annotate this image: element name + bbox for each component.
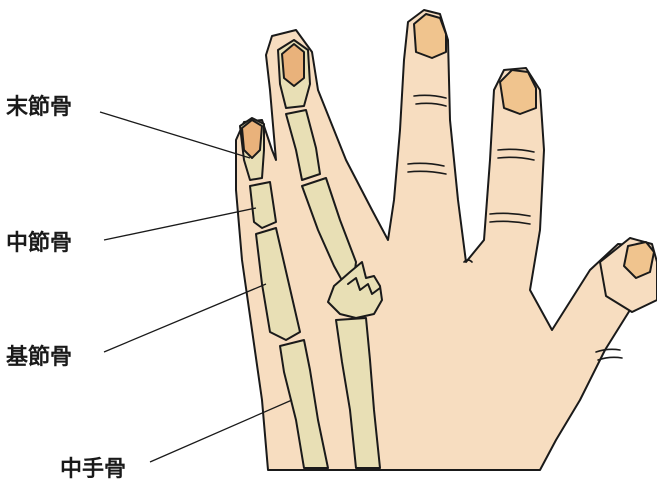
middle-nail: [500, 70, 536, 114]
label-proximal-phalanx: 基節骨: [6, 344, 72, 370]
leader-middle: [104, 208, 256, 240]
label-middle-phalanx: 中節骨: [6, 230, 72, 256]
label-metacarpal: 中手骨: [60, 457, 126, 482]
index-nail: [414, 14, 446, 58]
little-distal-tip: [242, 120, 262, 158]
labels: 末節骨 中節骨 基節骨 中手骨: [6, 94, 126, 482]
label-distal-phalanx: 末節骨: [6, 94, 72, 120]
leader-distal: [100, 112, 250, 158]
ring-distal-tip: [282, 44, 304, 86]
leader-proximal: [104, 284, 266, 352]
